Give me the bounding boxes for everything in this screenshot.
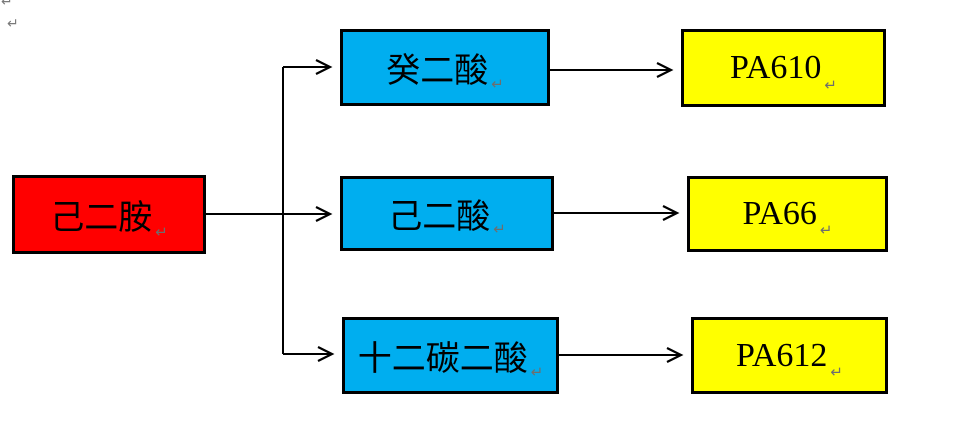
paragraph-mark-icon: ↵ bbox=[530, 364, 544, 381]
node-pa610: PA610 ↵ bbox=[681, 29, 886, 107]
node-label: PA66 bbox=[742, 195, 817, 232]
node-dodecanedioic-acid: 十二碳二酸 ↵ bbox=[342, 317, 559, 394]
node-label: 癸二酸 bbox=[386, 53, 489, 90]
paragraph-mark-icon: ↵ bbox=[1, 0, 13, 9]
paragraph-mark-icon: ↵ bbox=[493, 221, 506, 238]
node-label: 十二碳二酸 bbox=[357, 341, 528, 378]
node-label: PA612 bbox=[736, 336, 828, 374]
paragraph-mark-icon: ↵ bbox=[824, 77, 837, 94]
paragraph-mark-icon: ↵ bbox=[819, 222, 833, 239]
node-label: 己二酸 bbox=[388, 199, 491, 236]
paragraph-mark-icon: ↵ bbox=[155, 224, 168, 241]
node-pa66: PA66 ↵ bbox=[687, 176, 888, 252]
paragraph-mark-icon: ↵ bbox=[7, 15, 19, 31]
node-label: 己二胺 bbox=[50, 200, 153, 237]
node-label: PA610 bbox=[730, 49, 822, 86]
node-hexamethylenediamine: 己二胺 ↵ bbox=[12, 175, 206, 254]
paragraph-mark-icon: ↵ bbox=[491, 76, 504, 93]
node-sebacic-acid: 癸二酸 ↵ bbox=[340, 29, 550, 106]
node-pa612: PA612 ↵ bbox=[691, 317, 888, 394]
paragraph-mark-icon: ↵ bbox=[830, 364, 843, 381]
node-adipic-acid: 己二酸 ↵ bbox=[340, 176, 554, 251]
